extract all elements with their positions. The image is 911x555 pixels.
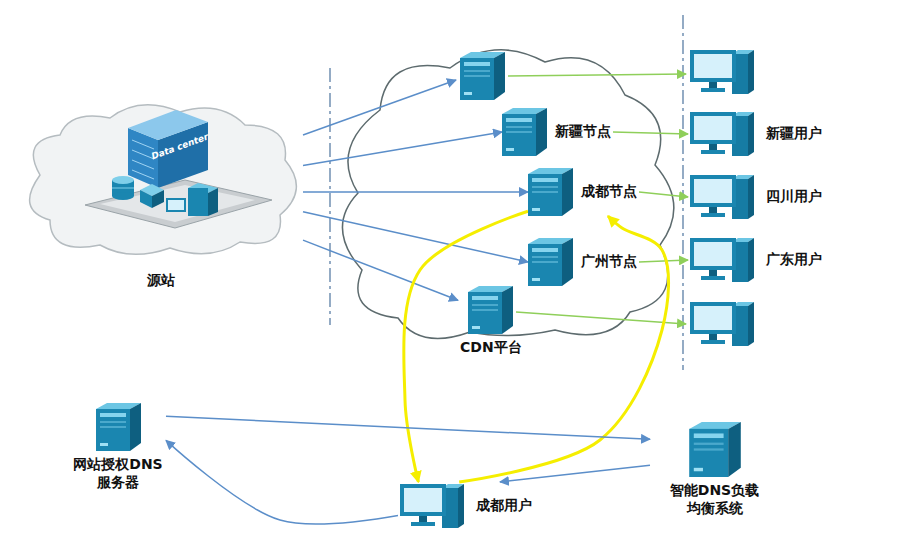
icon-shape	[528, 238, 573, 286]
node-label: 新疆用户	[764, 124, 824, 144]
pc-icon	[398, 482, 468, 530]
server-node: 新疆节点	[502, 108, 613, 156]
user-node: 新疆用户	[688, 110, 824, 158]
server-icon	[528, 168, 573, 216]
cdn-cloud	[342, 50, 673, 339]
icon-shape	[400, 484, 464, 528]
building-windows	[132, 140, 154, 179]
flow-arrow	[166, 416, 650, 439]
server-icon	[684, 422, 746, 477]
boundary-line	[682, 15, 683, 370]
icon-shape	[690, 175, 754, 219]
server-icon	[96, 403, 141, 451]
server-node: 网站授权DNS 服务器	[70, 403, 166, 492]
icon-shape	[689, 422, 741, 477]
node-label: 成都节点	[579, 182, 639, 202]
server-node: 广州节点	[528, 238, 639, 286]
server-node: 智能DNS负载 均衡系统	[650, 422, 779, 518]
flow-arrow	[500, 465, 650, 482]
node-label: 新疆节点	[553, 122, 613, 142]
node-label: 广东用户	[764, 250, 824, 270]
node-label: 网站授权DNS 服务器	[70, 455, 166, 492]
origin-cloud	[30, 105, 297, 255]
flow-arrow	[303, 240, 458, 300]
user-node: 成都用户	[398, 482, 534, 530]
server-icon	[460, 52, 505, 100]
flow-arrow	[303, 212, 528, 262]
computer	[166, 183, 218, 216]
node-label: 智能DNS负载 均衡系统	[650, 481, 779, 518]
flow-arrow	[303, 80, 456, 135]
server-node: CDN平台	[458, 286, 524, 358]
node-label: 广州节点	[579, 252, 639, 272]
flow-arrow	[166, 440, 398, 524]
icon-shape	[468, 286, 513, 334]
server-icon	[468, 286, 513, 334]
server-icon	[502, 108, 547, 156]
node-label: 源站	[145, 271, 177, 291]
node-label: 四川用户	[764, 187, 824, 207]
node-label: CDN平台	[458, 338, 524, 358]
cube	[140, 184, 164, 208]
icon-shape	[502, 108, 547, 156]
delivery-arrow	[613, 132, 688, 134]
user-node: 四川用户	[688, 173, 824, 221]
server-icon	[528, 238, 573, 286]
delivery-arrow	[639, 260, 688, 262]
user-node: 广东用户	[688, 236, 824, 284]
access-path	[404, 211, 528, 482]
origin-illustration	[30, 105, 297, 255]
flow-arrow	[303, 132, 502, 165]
database	[112, 176, 134, 200]
node-label: 成都用户	[474, 496, 534, 516]
icon-shape	[528, 168, 573, 216]
icon-shape	[690, 112, 754, 156]
pc-icon	[688, 236, 758, 284]
delivery-arrow	[508, 74, 686, 76]
delivery-arrow	[516, 312, 686, 324]
pc-icon	[690, 50, 754, 94]
flow-arrow	[303, 191, 528, 193]
pc-icon	[688, 110, 758, 158]
icon-shape	[690, 238, 754, 282]
origin-node: 源站	[18, 112, 303, 290]
pc-icon	[688, 173, 758, 221]
icon-shape	[96, 403, 141, 451]
pc-icon	[690, 302, 754, 346]
boundary-line	[329, 68, 330, 325]
platform	[85, 180, 272, 228]
server-node: 成都节点	[528, 168, 639, 216]
delivery-arrow	[639, 192, 688, 197]
